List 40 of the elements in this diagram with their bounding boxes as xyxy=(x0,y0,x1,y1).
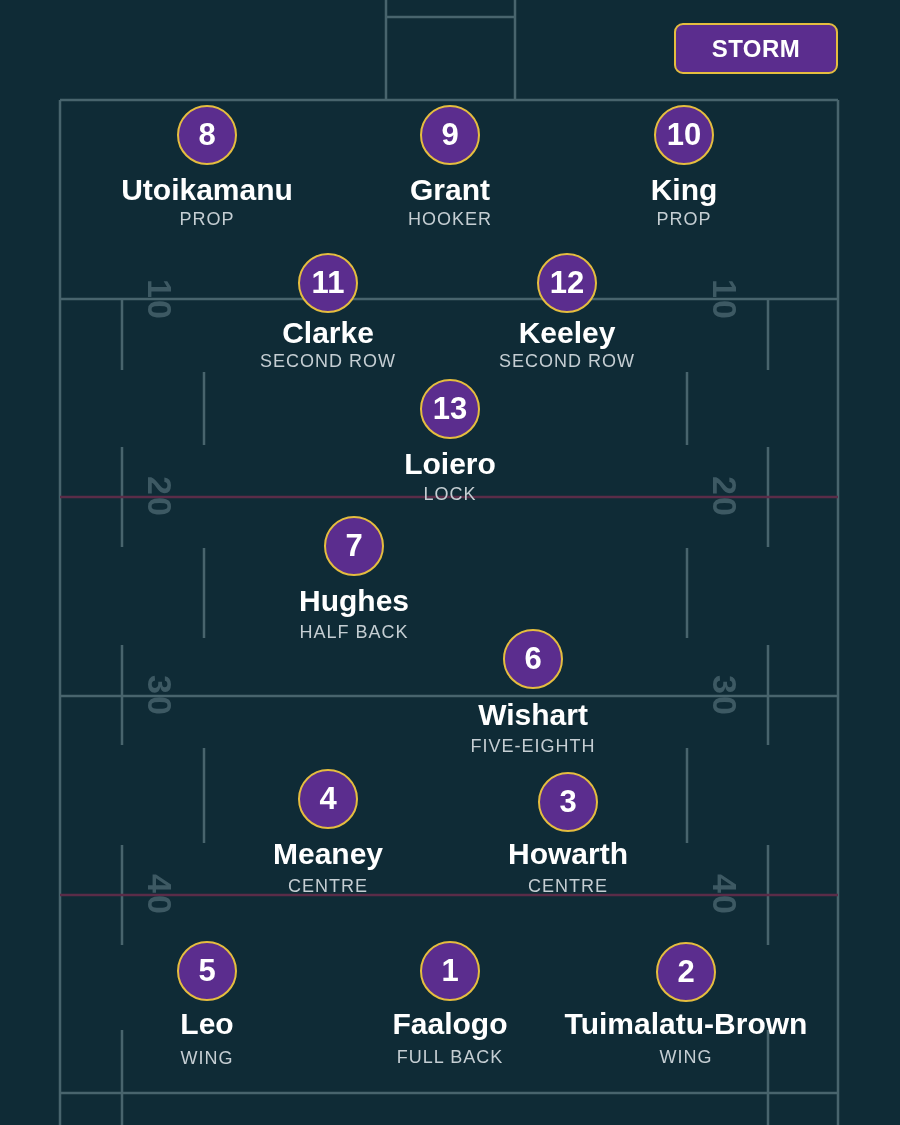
jersey-number-badge: 10 xyxy=(654,105,714,165)
position-label: CENTRE xyxy=(528,876,608,896)
position-label: LOCK xyxy=(423,484,477,504)
player-name: Clarke xyxy=(282,316,374,350)
jersey-number-badge: 12 xyxy=(537,253,597,313)
position-label: CENTRE xyxy=(288,876,368,896)
position-label: WING xyxy=(659,1047,713,1067)
position-label: SECOND ROW xyxy=(260,351,396,371)
position-label: PROP xyxy=(656,209,712,229)
player-name: Faalogo xyxy=(392,1007,508,1041)
player-name: Meaney xyxy=(272,837,384,871)
jersey-number-badge: 8 xyxy=(177,105,237,165)
position-label: HOOKER xyxy=(408,209,492,229)
player-name: King xyxy=(650,173,718,207)
position-label: SECOND ROW xyxy=(499,351,635,371)
jersey-number-badge: 5 xyxy=(177,941,237,1001)
position-label: HALF BACK xyxy=(299,622,409,642)
player-name: Loiero xyxy=(404,447,496,481)
jersey-number-badge: 4 xyxy=(298,769,358,829)
jersey-number-badge: 9 xyxy=(420,105,480,165)
jersey-number-badge: 2 xyxy=(656,942,716,1002)
position-label: FULL BACK xyxy=(396,1047,504,1067)
jersey-number-badge: 3 xyxy=(538,772,598,832)
position-label: WING xyxy=(180,1048,234,1068)
jersey-number-badge: 11 xyxy=(298,253,358,313)
position-label: FIVE-EIGHTH xyxy=(470,736,596,756)
jersey-number-badge: 13 xyxy=(420,379,480,439)
jersey-number-badge: 7 xyxy=(324,516,384,576)
position-label: PROP xyxy=(179,209,235,229)
player-name: Howarth xyxy=(508,837,628,871)
player-name: Utoikamanu xyxy=(121,173,293,207)
player-name: Grant xyxy=(410,173,490,207)
jersey-number-badge: 1 xyxy=(420,941,480,1001)
player-name: Wishart xyxy=(478,698,588,732)
jersey-number-badge: 6 xyxy=(503,629,563,689)
team-name-badge: STORM xyxy=(674,23,838,74)
player-name: Tuimalatu-Brown xyxy=(564,1007,808,1041)
player-name: Keeley xyxy=(518,316,616,350)
player-name: Leo xyxy=(180,1007,234,1041)
player-name: Hughes xyxy=(299,584,409,618)
